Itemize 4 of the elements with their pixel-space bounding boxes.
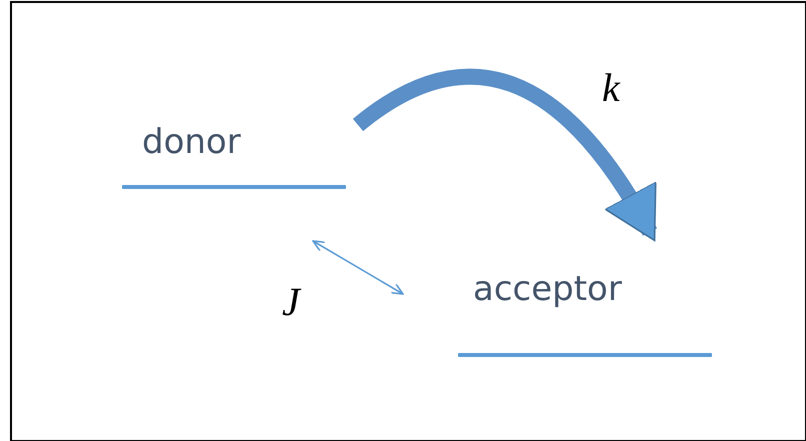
level-label: donor bbox=[142, 125, 241, 159]
double-arrow bbox=[312, 240, 404, 295]
level-label: acceptor bbox=[473, 272, 622, 306]
curved-arrow bbox=[353, 68, 657, 242]
